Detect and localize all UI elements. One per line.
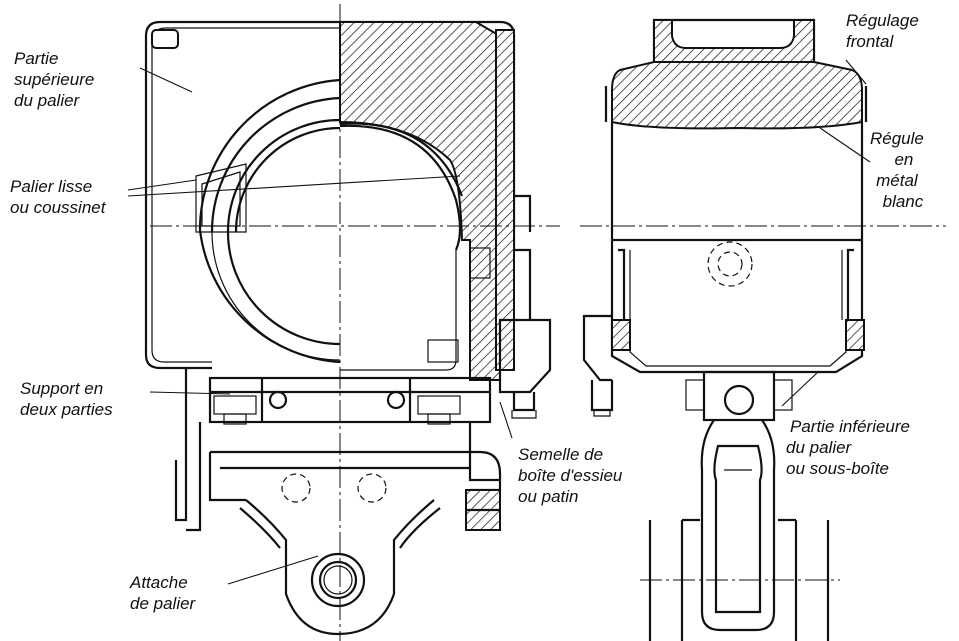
label-attache: Attache de palier bbox=[130, 573, 196, 613]
bushing-shell bbox=[195, 163, 247, 233]
lower-sub-box bbox=[610, 320, 864, 374]
leader-lines bbox=[127, 59, 871, 585]
bearing-attachment bbox=[245, 499, 435, 636]
label-support: Support en deux parties bbox=[20, 379, 113, 419]
label-palier-lisse: Palier lisse ou coussinet bbox=[10, 177, 106, 217]
housing-section bbox=[339, 21, 501, 381]
label-semelle: Semelle de boîte d'essieu ou patin bbox=[518, 445, 623, 506]
label-partie-superieure: Partie supérieure du palier bbox=[14, 49, 95, 110]
lower-hanger bbox=[208, 450, 502, 502]
left-section-view bbox=[144, 4, 560, 641]
box-body bbox=[610, 122, 864, 320]
label-partie-inferieure: Partie inférieure du palier ou sous-boît… bbox=[786, 417, 911, 478]
right-end-view bbox=[580, 18, 946, 641]
hidden-bore bbox=[707, 241, 753, 287]
label-reglage-frontal: Régulage frontal bbox=[846, 11, 919, 51]
link-block bbox=[702, 370, 776, 422]
journal bbox=[339, 124, 462, 251]
shackle bbox=[700, 419, 776, 632]
support-bar bbox=[208, 376, 492, 424]
attachment-eye bbox=[310, 552, 366, 608]
label-regule: Régule en métal blanc bbox=[870, 129, 924, 211]
regule-hatched-band bbox=[611, 61, 863, 130]
